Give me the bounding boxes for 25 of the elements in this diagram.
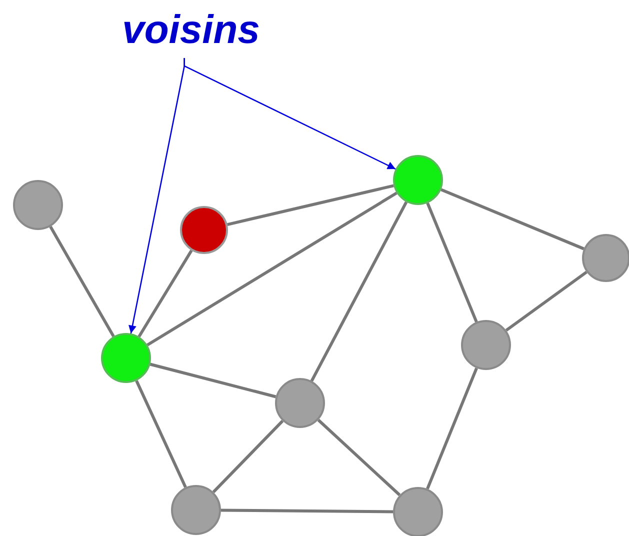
connector-line (212, 420, 284, 494)
connector-line (150, 362, 276, 398)
connector-line (310, 201, 408, 382)
node-circle (275, 378, 325, 428)
node-circle (393, 155, 443, 205)
connector-line (317, 418, 401, 496)
connector-line (426, 368, 478, 490)
connector-line (220, 508, 394, 514)
leader-line (128, 58, 186, 334)
node-circle (13, 180, 63, 230)
node-circle (101, 333, 151, 383)
node-circle (180, 206, 228, 254)
connector-line (138, 250, 193, 338)
node-circle (393, 487, 443, 536)
connector-line (426, 202, 478, 322)
node-circle (171, 485, 221, 535)
label-text: voisins (108, 8, 274, 52)
connector-line (146, 192, 398, 346)
connector-line (505, 270, 588, 332)
connector-line (49, 226, 115, 338)
node-circle (582, 234, 629, 282)
connector-line (440, 188, 584, 250)
connector-line (227, 184, 394, 226)
connector-line (135, 380, 187, 488)
node-circle (461, 320, 511, 370)
